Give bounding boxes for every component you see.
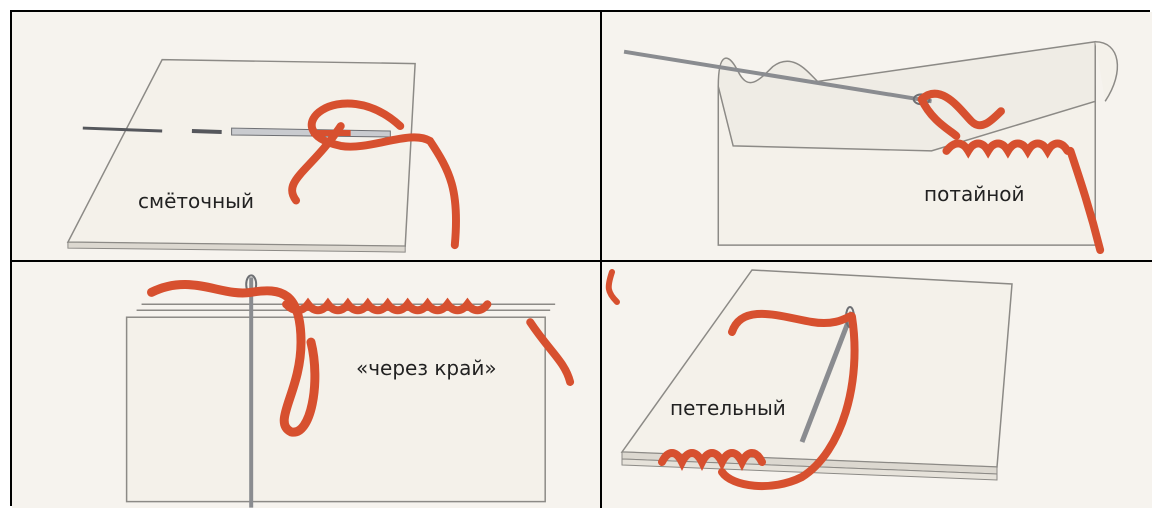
panel-blind: потайной	[602, 12, 1152, 262]
label-basting: смёточный	[138, 189, 254, 213]
label-overcast: «через край»	[356, 356, 497, 380]
panel-buttonhole: петельный	[602, 262, 1152, 508]
label-blind: потайной	[924, 182, 1025, 206]
overcast-illustration	[12, 262, 600, 508]
panel-overcast: «через край»	[12, 262, 602, 508]
blind-stitch-illustration	[602, 12, 1152, 260]
label-buttonhole: петельный	[670, 396, 786, 420]
stitch-diagram-grid: смёточный потайной	[10, 10, 1150, 506]
basting-illustration	[12, 12, 600, 260]
buttonhole-illustration	[602, 262, 1152, 508]
panel-basting: смёточный	[12, 12, 602, 262]
